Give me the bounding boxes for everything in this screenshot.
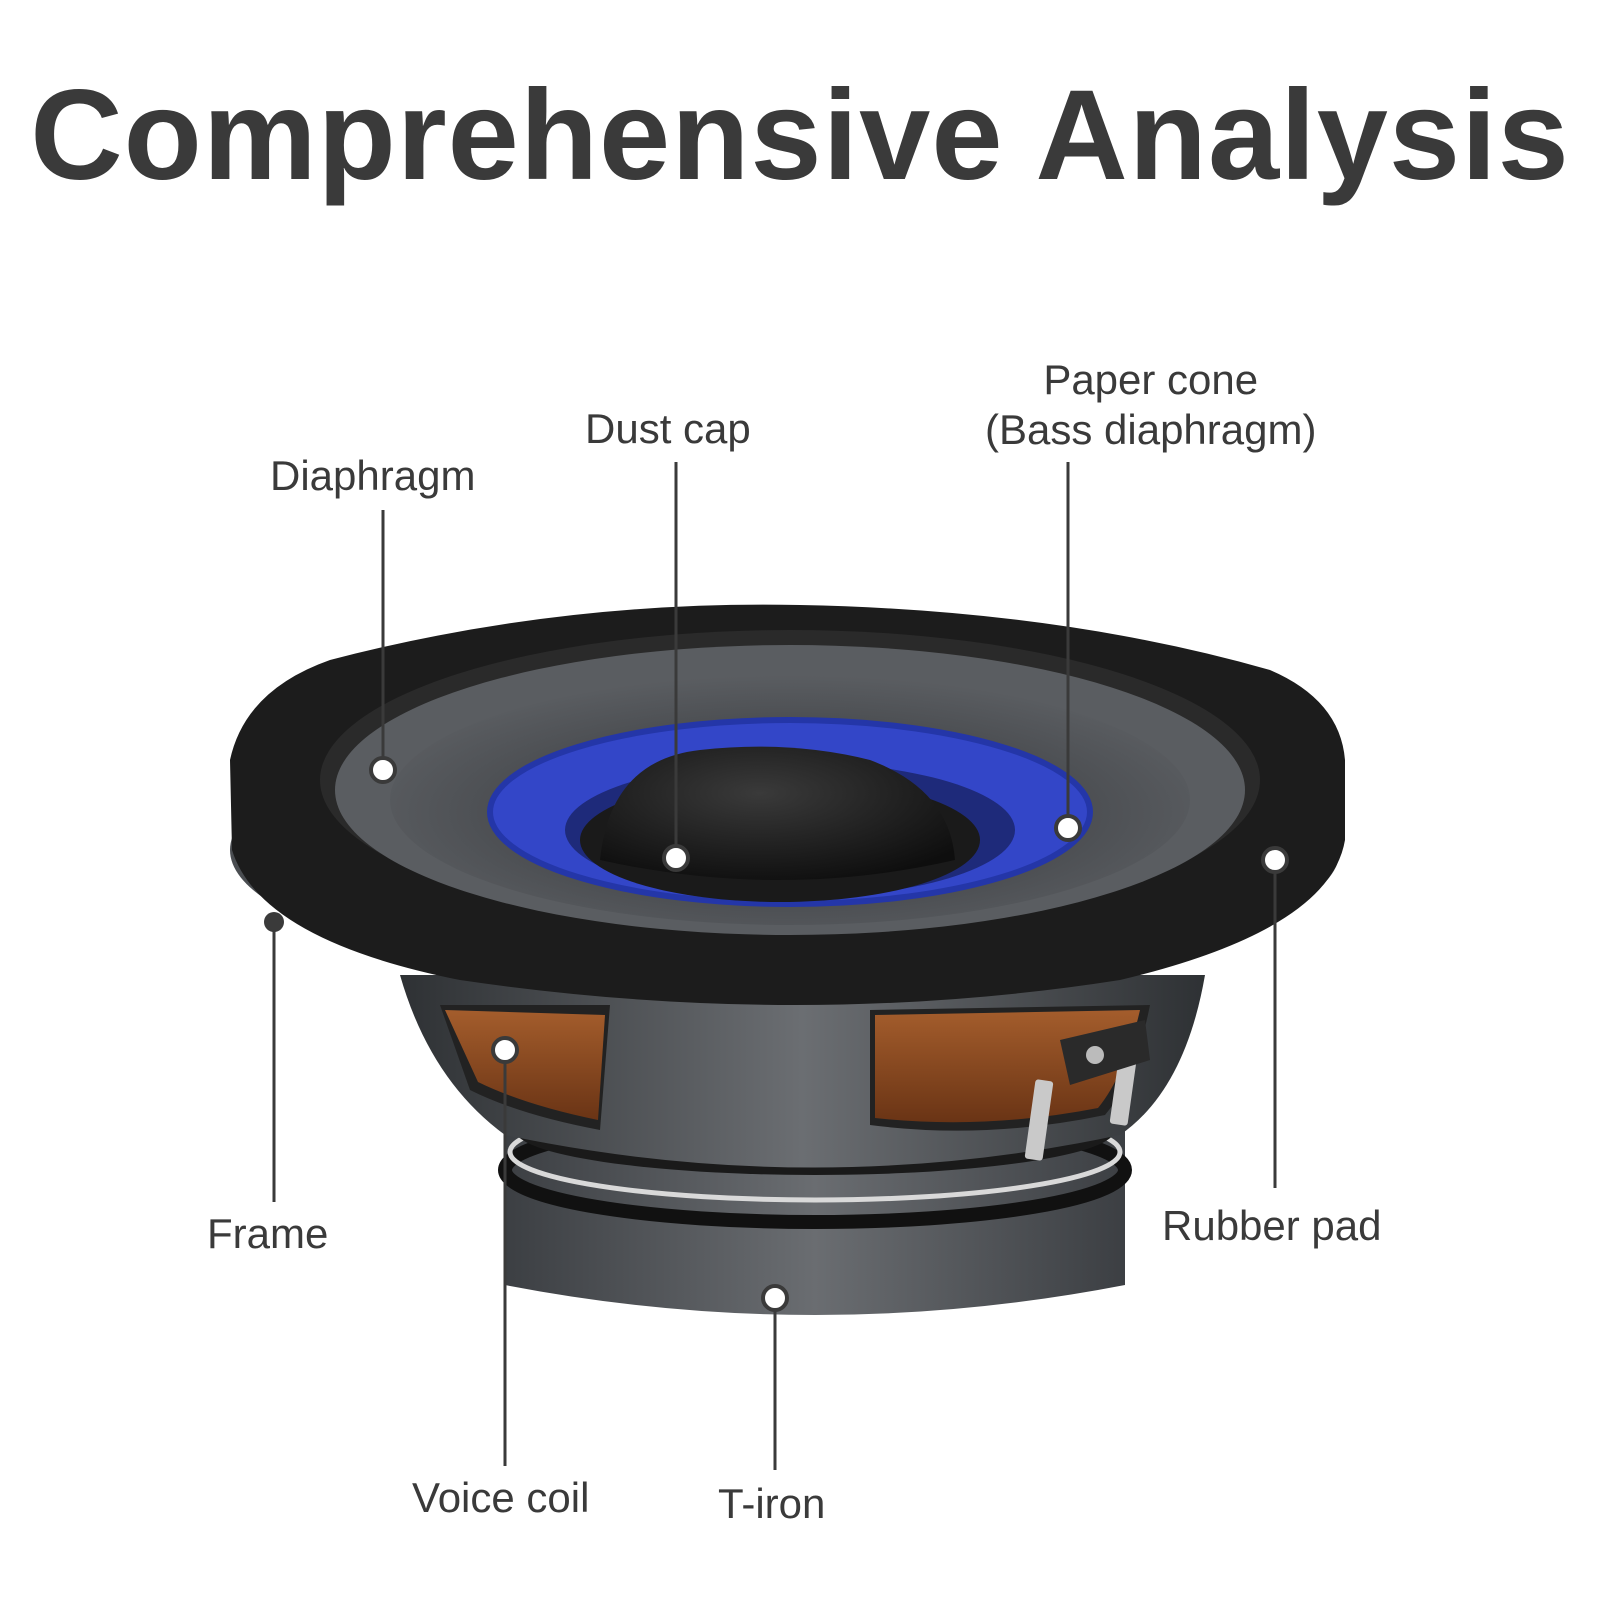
label-paper-cone: Paper cone (Bass diaphragm) [985,356,1317,453]
label-dust-cap: Dust cap [585,405,751,452]
label-rubber-pad: Rubber pad [1162,1202,1382,1249]
marker-dust-cap [662,844,690,872]
marker-t-iron [761,1284,789,1312]
marker-diaphragm [369,756,397,784]
frame-basket [400,975,1205,1168]
marker-rubber-pad [1261,846,1289,874]
label-t-iron: T-iron [718,1480,826,1527]
callout-markers [264,756,1289,1312]
dust-cap [600,746,955,880]
label-frame: Frame [207,1210,329,1257]
marker-paper-cone [1054,814,1082,842]
label-voice-coil: Voice coil [412,1474,590,1521]
label-diaphragm: Diaphragm [270,452,476,499]
leader-lines [272,462,1277,1470]
marker-voice-coil [491,1036,519,1064]
marker-frame [264,912,284,932]
page-title: Comprehensive Analysis [30,64,1570,207]
